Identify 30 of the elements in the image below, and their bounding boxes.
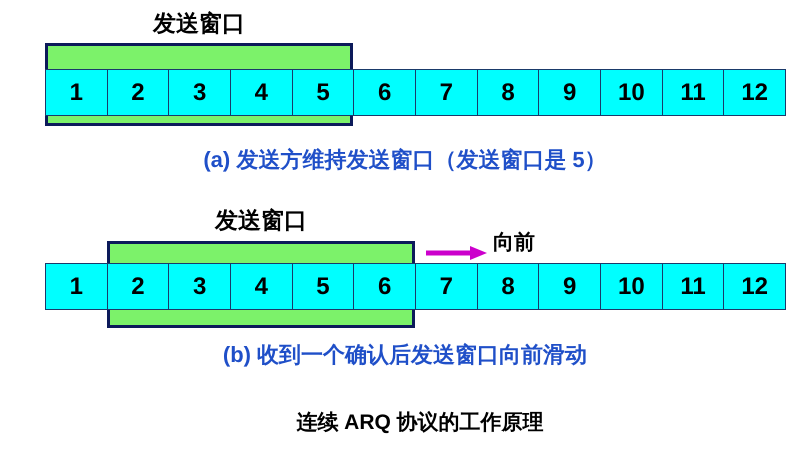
frame-cell: 6 bbox=[353, 263, 416, 310]
frame-cell: 11 bbox=[662, 69, 724, 116]
frame-cell: 4 bbox=[230, 69, 293, 116]
figure-caption: 连续 ARQ 协议的工作原理 bbox=[296, 410, 544, 436]
frame-cell: 1 bbox=[45, 263, 108, 310]
window-title: 发送窗口 bbox=[214, 206, 307, 235]
frame-cell: 8 bbox=[476, 69, 540, 116]
frame-cell: 4 bbox=[230, 263, 293, 310]
frame-cell: 2 bbox=[106, 69, 170, 116]
frame-cell: 6 bbox=[353, 69, 416, 116]
frame-cell: 12 bbox=[723, 263, 786, 310]
frame-cell: 12 bbox=[723, 69, 786, 116]
window-title: 发送窗口 bbox=[153, 9, 246, 38]
frame-cell: 3 bbox=[168, 263, 231, 310]
caption-text: (a) 发送方维持发送窗口（发送窗口是 5） bbox=[203, 146, 607, 174]
direction-label: 向前 bbox=[493, 230, 535, 256]
frame-cell: 9 bbox=[538, 69, 602, 116]
caption-text: (b) 收到一个确认后发送窗口向前滑动 bbox=[222, 341, 588, 369]
frame-cell: 5 bbox=[292, 69, 354, 116]
frame-cell: 9 bbox=[538, 263, 602, 310]
frame-cell: 1 bbox=[45, 69, 108, 116]
frame-cell: 3 bbox=[168, 69, 231, 116]
frame-cell: 10 bbox=[600, 263, 663, 310]
frame-cell: 2 bbox=[106, 263, 170, 310]
frame-cell: 8 bbox=[476, 263, 540, 310]
frame-cell: 7 bbox=[415, 69, 478, 116]
frame-cell: 5 bbox=[292, 263, 354, 310]
frame-cell: 7 bbox=[415, 263, 478, 310]
frame-cell: 11 bbox=[662, 263, 724, 310]
frame-cell: 10 bbox=[600, 69, 663, 116]
